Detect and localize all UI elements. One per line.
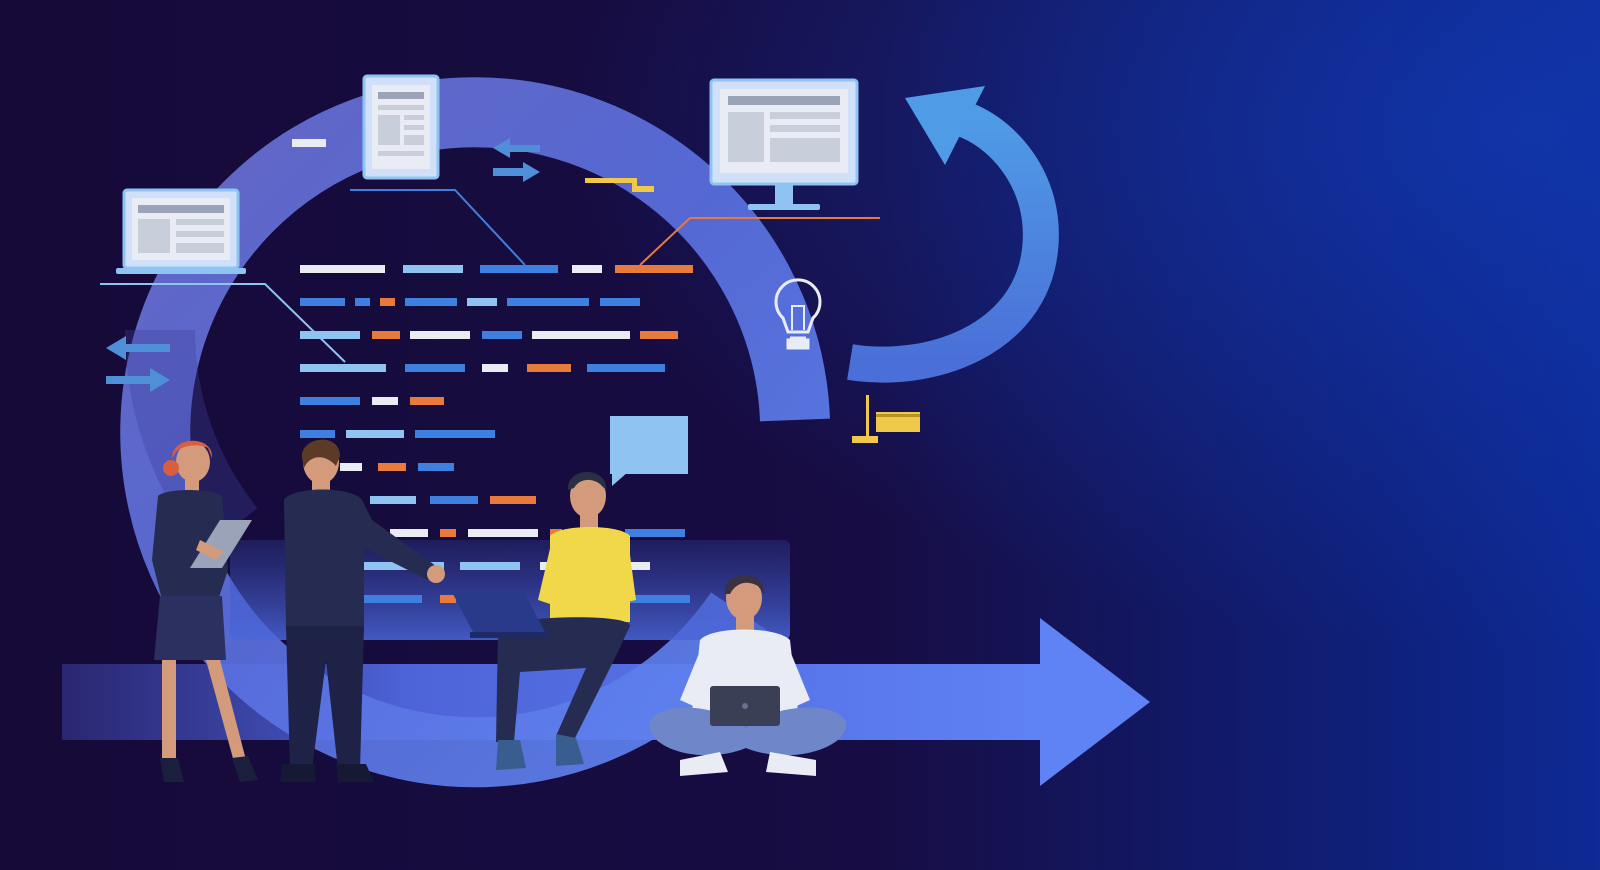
man-with-laptop-sitting [452, 472, 636, 770]
curved-arrow-icon [847, 86, 1059, 383]
swap-arrows-icon [493, 138, 540, 182]
woman-with-tablet [152, 440, 258, 782]
bar-chart-icon-right [852, 395, 920, 443]
code-lines [300, 265, 693, 603]
swap-arrows-icon-left [106, 336, 170, 392]
man-pointing [280, 439, 445, 782]
connector-lines [100, 189, 880, 363]
document-icon [362, 74, 440, 180]
monitor-icon [709, 78, 859, 210]
man-sitting-cross-legged [649, 575, 847, 776]
dash-mark [292, 139, 326, 147]
bar-chart-icon [585, 178, 654, 192]
laptop-icon [116, 188, 246, 274]
lightbulb-icon [774, 278, 822, 350]
chat-bubble-icon [610, 416, 688, 486]
